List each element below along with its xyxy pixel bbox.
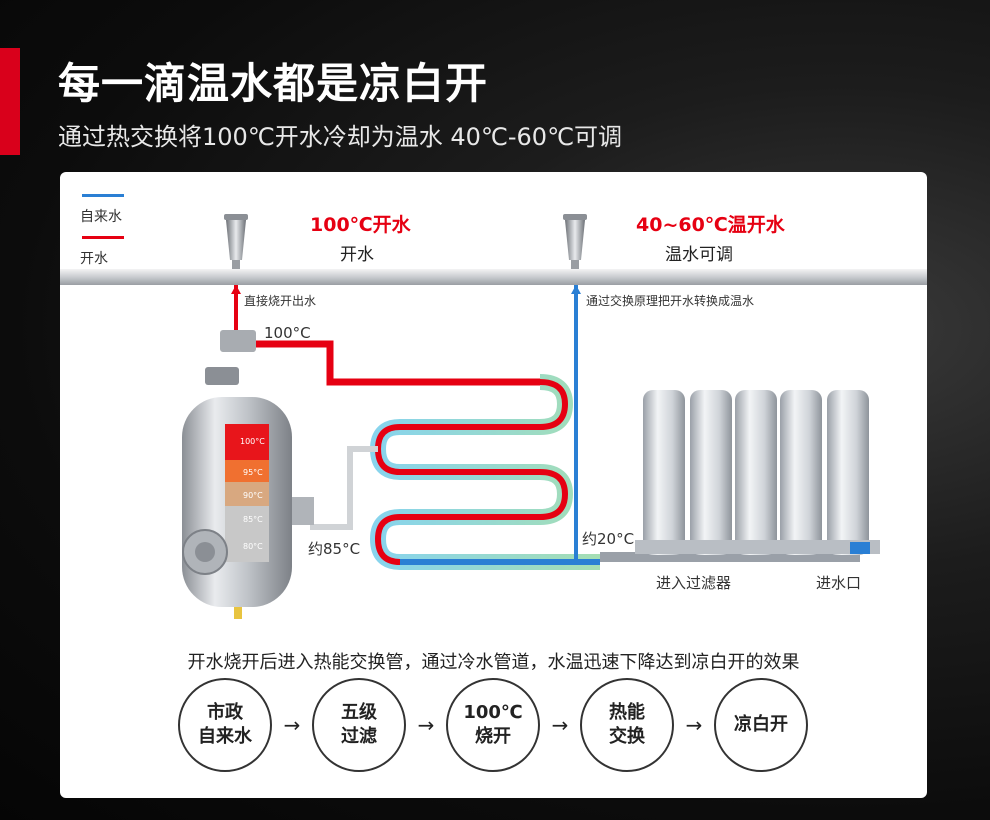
faucet-left-icon xyxy=(224,214,248,269)
legend-cold-label: 自来水 xyxy=(80,209,122,225)
right-outlet-sub: 温水可调 xyxy=(665,245,733,265)
heat-exchange-diagram xyxy=(60,214,927,619)
boiler-tank xyxy=(182,330,314,619)
arrow-right-icon: → xyxy=(685,713,703,737)
temp-100-label: 100°C xyxy=(264,324,311,342)
left-outlet-title: 100℃开水 xyxy=(310,214,411,236)
water-inlet-label: 进水口 xyxy=(816,574,862,592)
page-subtitle: 通过热交换将100℃开水冷却为温水 40℃-60℃可调 xyxy=(58,123,623,151)
tank-level-label: 85°C xyxy=(243,515,263,524)
legend-cold-line xyxy=(82,194,124,197)
left-outlet-sub: 开水 xyxy=(340,245,374,265)
diagram-card: 自来水 开水 100℃开水 开水 40~60℃温开水 温水可调 直接烧开出水 通… xyxy=(60,172,927,798)
return-pipe xyxy=(310,446,378,530)
up-arrow-icon xyxy=(571,285,581,294)
up-arrow-icon xyxy=(231,285,241,294)
legend-hot-line xyxy=(82,236,124,239)
filter-unit xyxy=(635,390,880,555)
tank-level-label: 100°C xyxy=(240,437,265,446)
step-heat-exchange: 热能交换 xyxy=(580,678,674,772)
step-cool-boiled-water: 凉白开 xyxy=(714,678,808,772)
direct-boil-note: 直接烧开出水 xyxy=(244,294,317,308)
tank-level-label: 95°C xyxy=(243,468,263,477)
process-caption: 开水烧开后进入热能交换管，通过冷水管道，水温迅速下降达到凉白开的效果 xyxy=(187,652,800,673)
faucet-right-icon xyxy=(563,214,587,269)
arrow-right-icon: → xyxy=(551,713,569,737)
main-pipe xyxy=(60,269,927,285)
accent-bar xyxy=(0,48,20,155)
filter-in-label: 进入过滤器 xyxy=(656,574,732,592)
tank-level-label: 90°C xyxy=(243,491,263,500)
right-outlet-title: 40~60℃温开水 xyxy=(636,214,785,236)
legend-hot-label: 开水 xyxy=(80,251,108,267)
arrow-right-icon: → xyxy=(417,713,435,737)
exchange-coil-hot xyxy=(374,379,569,565)
exchange-note: 通过交换原理把开水转换成温水 xyxy=(586,294,755,308)
tank-level-label: 80°C xyxy=(243,542,263,551)
hot-pipe xyxy=(240,340,540,386)
arrow-right-icon: → xyxy=(283,713,301,737)
temp-20-label: 约20°C xyxy=(582,530,635,548)
temp-85-label: 约85°C xyxy=(308,540,361,558)
step-municipal-water: 市政自来水 xyxy=(178,678,272,772)
page-title: 每一滴温水都是凉白开 xyxy=(58,59,489,108)
step-filtration: 五级过滤 xyxy=(312,678,406,772)
